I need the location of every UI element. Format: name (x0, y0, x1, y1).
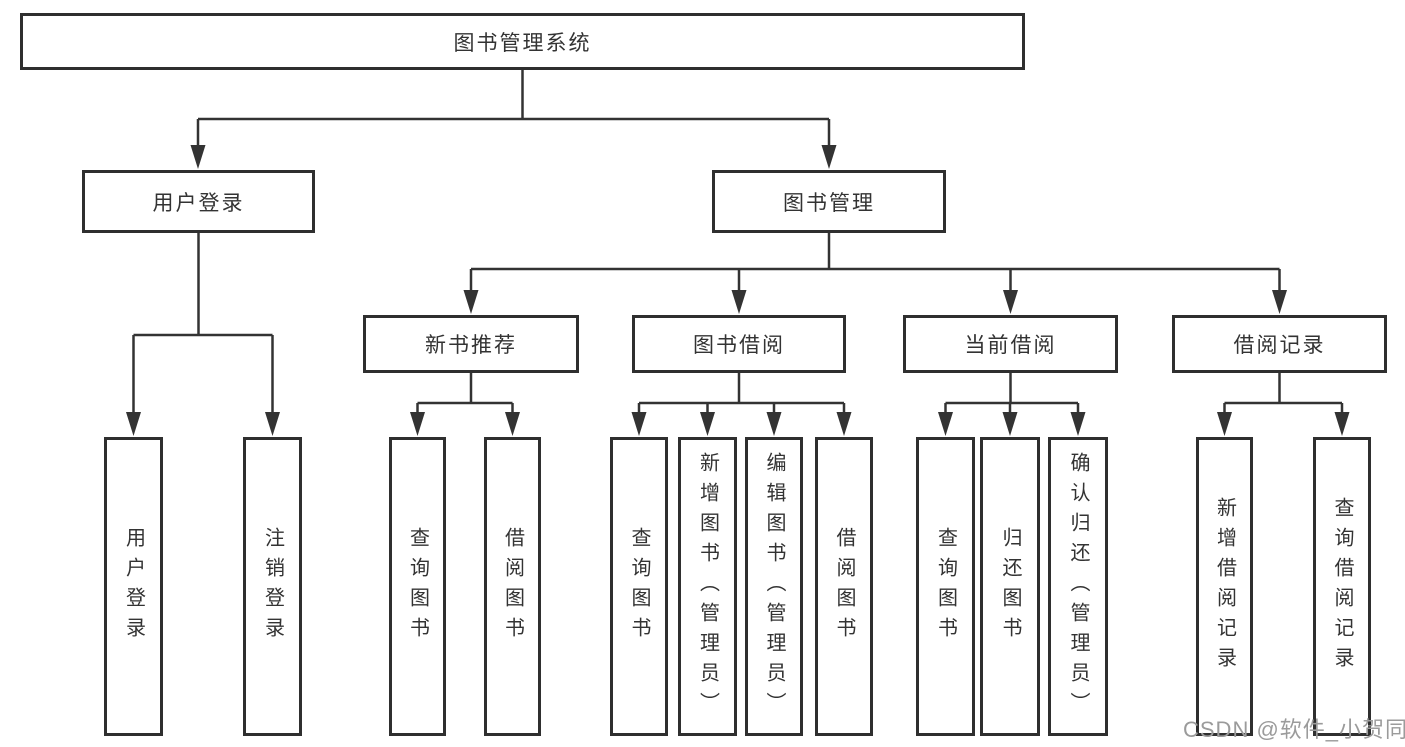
leaf-add-books-admin-label: 新增图书（管理员） (696, 451, 719, 722)
leaf-confirm-return-admin-label: 确认归还（管理员） (1067, 451, 1089, 722)
node-new-book-recommend-label: 新书推荐 (425, 334, 517, 357)
node-book-borrowing: 图书借阅 (632, 315, 846, 373)
node-new-book-recommend: 新书推荐 (363, 315, 579, 373)
leaf-logout-label: 注销登录 (261, 526, 284, 647)
leaf-borrowing-query-books: 查询图书 (610, 437, 668, 736)
node-book-borrowing-label: 图书借阅 (693, 334, 785, 357)
node-user-login-label: 用户登录 (152, 191, 245, 215)
node-borrowing-records-label: 借阅记录 (1233, 334, 1326, 357)
leaf-return-books-label: 归还图书 (999, 526, 1021, 647)
leaf-edit-books-admin: 编辑图书（管理员） (745, 437, 803, 736)
leaf-add-books-admin: 新增图书（管理员） (678, 437, 737, 736)
leaf-newbook-borrow-books-label: 借阅图书 (501, 526, 524, 647)
node-current-borrowing: 当前借阅 (903, 315, 1118, 373)
leaf-add-borrow-record-label: 新增借阅记录 (1213, 496, 1236, 677)
leaf-borrowing-query-books-label: 查询图书 (628, 526, 650, 647)
leaf-edit-books-admin-label: 编辑图书（管理员） (763, 451, 785, 722)
leaf-newbook-query-books: 查询图书 (389, 437, 446, 736)
leaf-user-login: 用户登录 (104, 437, 163, 736)
leaf-borrowing-borrow-books: 借阅图书 (815, 437, 873, 736)
csdn-watermark: CSDN @软件_小贺同学 (1183, 717, 1405, 742)
node-root-label: 图书管理系统 (453, 31, 592, 55)
leaf-add-borrow-record: 新增借阅记录 (1196, 437, 1253, 736)
leaf-borrowing-borrow-books-label: 借阅图书 (833, 526, 855, 647)
node-book-management-label: 图书管理 (783, 191, 875, 215)
node-borrowing-records: 借阅记录 (1172, 315, 1387, 373)
leaf-query-borrow-record-label: 查询借阅记录 (1331, 496, 1353, 677)
leaf-confirm-return-admin: 确认归还（管理员） (1048, 437, 1108, 736)
node-user-login: 用户登录 (82, 170, 315, 233)
leaf-logout: 注销登录 (243, 437, 302, 736)
leaf-current-query-books-label: 查询图书 (934, 526, 957, 647)
node-root-system: 图书管理系统 (20, 13, 1025, 70)
leaf-newbook-query-books-label: 查询图书 (406, 526, 429, 647)
node-book-management: 图书管理 (712, 170, 946, 233)
leaf-return-books: 归还图书 (980, 437, 1040, 736)
leaf-newbook-borrow-books: 借阅图书 (484, 437, 541, 736)
node-current-borrowing-label: 当前借阅 (964, 334, 1057, 357)
leaf-user-login-label: 用户登录 (122, 526, 145, 647)
leaf-current-query-books: 查询图书 (916, 437, 975, 736)
leaf-query-borrow-record: 查询借阅记录 (1313, 437, 1371, 736)
